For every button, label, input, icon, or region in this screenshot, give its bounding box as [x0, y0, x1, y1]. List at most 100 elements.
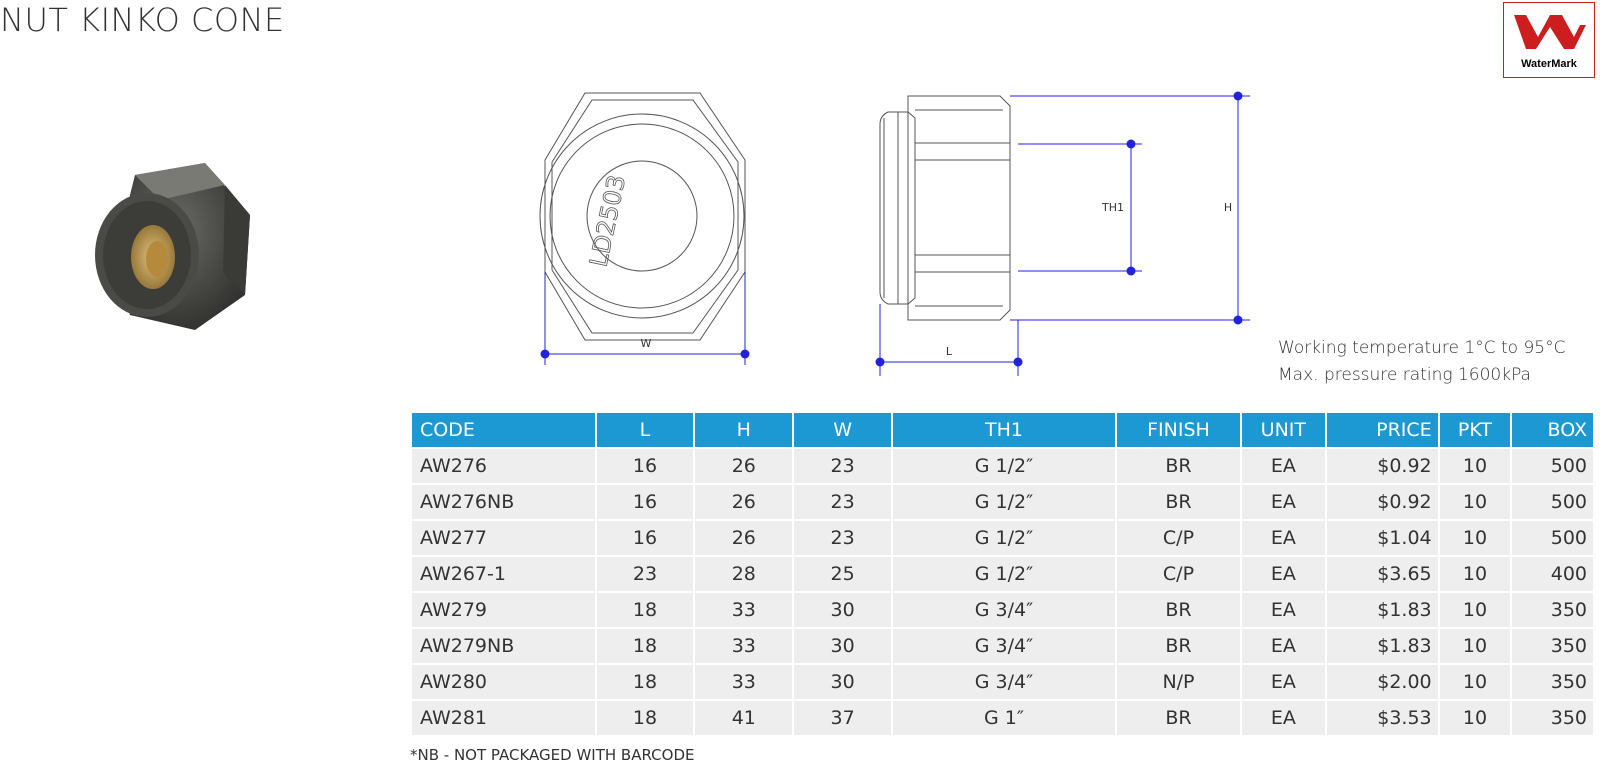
table-header-row: CODE L H W TH1 FINISH UNIT PRICE PKT BOX: [412, 413, 1593, 447]
engraving-label: LD2503: [584, 173, 631, 270]
dim-w-label: W: [641, 337, 652, 350]
table-row: AW277 16 26 23 G 1/2″ C/P EA $1.04 10 50…: [412, 521, 1593, 555]
cell-th1: G 1/2″: [893, 557, 1115, 591]
cell-price: $3.53: [1326, 701, 1438, 735]
cell-unit: EA: [1242, 449, 1325, 483]
cell-pkt: 10: [1439, 593, 1511, 627]
cell-th1: G 3/4″: [893, 665, 1115, 699]
cell-pkt: 10: [1439, 485, 1511, 519]
cell-box: 350: [1512, 629, 1593, 663]
table-row: AW276NB 16 26 23 G 1/2″ BR EA $0.92 10 5…: [412, 485, 1593, 519]
cell-finish: C/P: [1116, 521, 1240, 555]
cell-price: $2.00: [1326, 665, 1438, 699]
cell-l: 18: [596, 593, 694, 627]
cell-unit: EA: [1242, 521, 1325, 555]
cell-box: 350: [1512, 701, 1593, 735]
table-row: AW280 18 33 30 G 3/4″ N/P EA $2.00 10 35…: [412, 665, 1593, 699]
cell-h: 28: [695, 557, 793, 591]
cell-finish: BR: [1116, 485, 1240, 519]
cell-box: 500: [1512, 449, 1593, 483]
cell-h: 33: [695, 629, 793, 663]
cell-th1: G 1/2″: [893, 521, 1115, 555]
cell-finish: N/P: [1116, 665, 1240, 699]
cell-h: 41: [695, 701, 793, 735]
cell-code: AW276: [412, 449, 595, 483]
cell-box: 350: [1512, 665, 1593, 699]
height-dimension: [1010, 91, 1250, 325]
cell-w: 30: [794, 629, 892, 663]
front-view: [539, 92, 746, 341]
cell-th1: G 3/4″: [893, 629, 1115, 663]
cell-unit: EA: [1242, 629, 1325, 663]
cell-finish: BR: [1116, 629, 1240, 663]
cell-th1: G 1″: [893, 701, 1115, 735]
thread-dimension: [1018, 139, 1142, 276]
cell-l: 18: [596, 629, 694, 663]
cell-w: 23: [794, 449, 892, 483]
cell-pkt: 10: [1439, 521, 1511, 555]
table-row: AW267-1 23 28 25 G 1/2″ C/P EA $3.65 10 …: [412, 557, 1593, 591]
header-l: L: [596, 413, 694, 447]
cell-code: AW267-1: [412, 557, 595, 591]
cell-code: AW279: [412, 593, 595, 627]
specifications: Working temperature 1°C to 95°C Max. pre…: [1278, 335, 1565, 389]
cell-code: AW280: [412, 665, 595, 699]
cell-h: 33: [695, 665, 793, 699]
working-temperature: Working temperature 1°C to 95°C: [1278, 338, 1566, 358]
cell-w: 37: [794, 701, 892, 735]
cell-w: 30: [794, 665, 892, 699]
cell-price: $0.92: [1326, 485, 1438, 519]
table-row: AW279NB 18 33 30 G 3/4″ BR EA $1.83 10 3…: [412, 629, 1593, 663]
cell-pkt: 10: [1439, 665, 1511, 699]
header-pkt: PKT: [1439, 413, 1511, 447]
cell-l: 18: [596, 701, 694, 735]
cell-l: 23: [596, 557, 694, 591]
cell-box: 400: [1512, 557, 1593, 591]
cell-h: 26: [695, 449, 793, 483]
cell-finish: BR: [1116, 593, 1240, 627]
cell-unit: EA: [1242, 557, 1325, 591]
watermark-w-icon: [1514, 15, 1586, 49]
cell-code: AW277: [412, 521, 595, 555]
cell-unit: EA: [1242, 485, 1325, 519]
header-h: H: [695, 413, 793, 447]
header-unit: UNIT: [1242, 413, 1325, 447]
cell-l: 16: [596, 449, 694, 483]
header-w: W: [794, 413, 892, 447]
table-row: AW281 18 41 37 G 1″ BR EA $3.53 10 350: [412, 701, 1593, 735]
header-box: BOX: [1512, 413, 1593, 447]
cell-finish: BR: [1116, 701, 1240, 735]
cell-box: 350: [1512, 593, 1593, 627]
cell-th1: G 1/2″: [893, 449, 1115, 483]
cell-unit: EA: [1242, 665, 1325, 699]
page-title: NUT KINKO CONE: [0, 1, 285, 39]
product-table: CODE L H W TH1 FINISH UNIT PRICE PKT BOX…: [410, 411, 1595, 737]
watermark-logo: WaterMark: [1503, 2, 1595, 78]
cell-h: 26: [695, 521, 793, 555]
cell-pkt: 10: [1439, 449, 1511, 483]
cell-unit: EA: [1242, 701, 1325, 735]
footnote: *NB - NOT PACKAGED WITH BARCODE: [410, 746, 695, 764]
cell-pkt: 10: [1439, 557, 1511, 591]
cell-w: 23: [794, 521, 892, 555]
technical-drawing: LD2503 W: [520, 80, 1280, 385]
header-finish: FINISH: [1116, 413, 1240, 447]
cell-code: AW281: [412, 701, 595, 735]
cell-l: 16: [596, 521, 694, 555]
cell-finish: C/P: [1116, 557, 1240, 591]
cell-price: $0.92: [1326, 449, 1438, 483]
cell-unit: EA: [1242, 593, 1325, 627]
cell-l: 18: [596, 665, 694, 699]
logo-text: WaterMark: [1521, 58, 1577, 70]
length-dimension: [875, 304, 1023, 376]
dim-h-label: H: [1224, 201, 1232, 214]
max-pressure: Max. pressure rating 1600kPa: [1278, 365, 1531, 385]
dim-l-label: L: [946, 345, 953, 358]
width-dimension: [540, 272, 750, 365]
cell-w: 30: [794, 593, 892, 627]
side-view: [879, 95, 1011, 321]
cell-price: $3.65: [1326, 557, 1438, 591]
cell-w: 25: [794, 557, 892, 591]
cell-price: $1.04: [1326, 521, 1438, 555]
dim-th1-label: TH1: [1101, 201, 1124, 214]
